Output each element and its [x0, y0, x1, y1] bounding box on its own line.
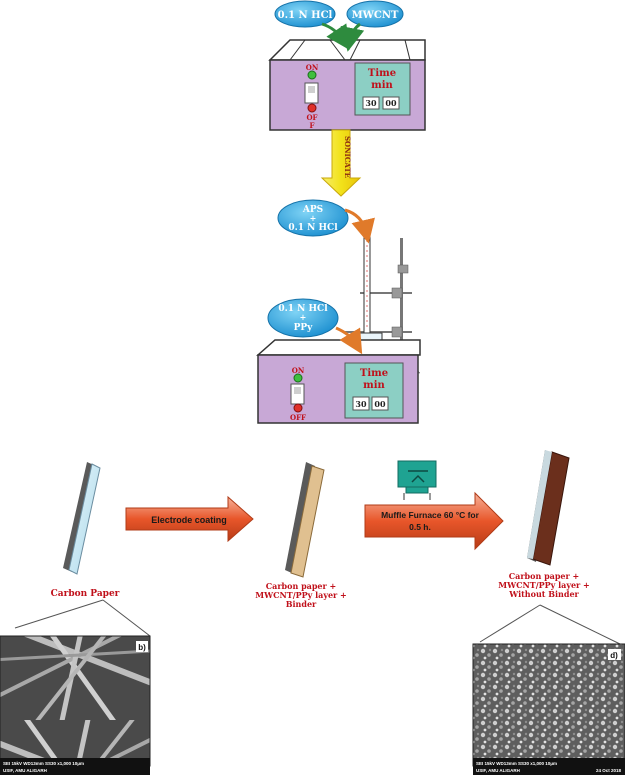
furnace-icon — [397, 460, 437, 500]
off-label-line2: F — [310, 121, 315, 130]
electrode-coating-arrow — [125, 495, 254, 543]
sem-right-facility: USIF, AMU ALIGARH — [476, 768, 520, 773]
off-label: OFF — [290, 413, 306, 422]
sonicator-lid — [268, 39, 426, 61]
carbon-paper-label: Carbon Paper — [51, 589, 120, 599]
timer-title-line1: Time — [360, 368, 388, 379]
timer-seconds: 00 — [374, 399, 386, 409]
carbon-paper-plate — [63, 462, 101, 575]
sem-right-date: 24 Oct 2018 — [596, 768, 622, 773]
sem-left-facility: USIF, AMU ALIGARH — [3, 768, 47, 773]
timer-minutes-box — [362, 96, 380, 110]
hcl-ppy-bubble-line2: + — [300, 312, 307, 322]
final-label-line1: Carbon paper + — [509, 571, 579, 581]
sonicate-arrow — [320, 129, 362, 197]
off-label-line1: OF — [306, 113, 317, 122]
sem-left-info: SEI 15kV WD13mm SS30 x1,000 10μm — [3, 761, 84, 766]
timer-minutes-box — [352, 396, 370, 411]
final-plate — [527, 450, 570, 566]
hcl-ppy-pour-arrow — [335, 326, 363, 355]
on-label: ON — [306, 63, 319, 72]
coated-label-line3: Binder — [286, 599, 317, 609]
mwcnt-pour-arrow — [340, 22, 365, 52]
timer-seconds-box — [382, 96, 400, 110]
final-label-line3: Without Binder — [508, 589, 579, 599]
sonicate-label: SONICATE — [343, 136, 352, 178]
electrode-coating-label: Electrode coating — [151, 515, 227, 525]
sem-right-info: SEI 15kV WD13mm SS30 x1,000 10μm — [476, 761, 557, 766]
sem-right-panel-letter: d) — [610, 651, 618, 660]
aps-bubble-line3: 0.1 N HCl — [288, 223, 338, 233]
hcl-pour-arrow — [321, 22, 350, 50]
hcl-ppy-bubble — [267, 298, 339, 338]
mwcnt-bubble — [346, 0, 404, 28]
timer-minutes: 30 — [365, 98, 377, 108]
sem-image-final-electrode — [472, 643, 625, 775]
timer-title-line1: Time — [368, 68, 396, 79]
off-indicator-icon — [293, 403, 303, 413]
timer-seconds: 00 — [385, 98, 397, 108]
timer-seconds-box — [371, 396, 389, 411]
coated-plate — [285, 462, 325, 578]
mwcnt-bubble-label: MWCNT — [352, 10, 399, 21]
hcl-bubble — [274, 0, 336, 28]
furnace-label-line1: Muffle Furnace 60 °C for — [381, 510, 480, 520]
furnace-label-line2: 0.5 h. — [409, 522, 431, 532]
on-indicator-icon — [293, 373, 303, 383]
aps-bubble-line1: APS — [302, 205, 323, 215]
sem-image-carbon-paper — [0, 635, 151, 775]
hcl-ppy-bubble-line3: PPy — [294, 323, 314, 333]
timer-minutes: 30 — [355, 399, 367, 409]
coated-label-line1: Carbon paper + — [266, 581, 336, 591]
aps-pour-arrow — [344, 208, 375, 244]
stage1-sonicator — [268, 39, 426, 131]
aps-bubble — [277, 199, 349, 237]
on-indicator-icon — [307, 70, 317, 80]
timer-title-line2: min — [371, 80, 393, 91]
hcl-bubble-label: 0.1 N HCl — [278, 10, 333, 21]
final-label-line2: MWCNT/PPy layer + — [498, 580, 590, 590]
sem-left-panel-letter: b) — [138, 643, 146, 652]
muffle-furnace-arrow — [364, 491, 504, 551]
timer-title-line2: min — [363, 380, 385, 391]
coated-label-line2: MWCNT/PPy layer + — [255, 590, 347, 600]
hcl-ppy-bubble-line1: 0.1 N HCl — [278, 304, 328, 314]
on-label: ON — [292, 366, 305, 375]
stage2-stirrer — [256, 339, 421, 424]
off-indicator-icon — [307, 103, 317, 113]
aps-bubble-line2: + — [310, 213, 317, 223]
